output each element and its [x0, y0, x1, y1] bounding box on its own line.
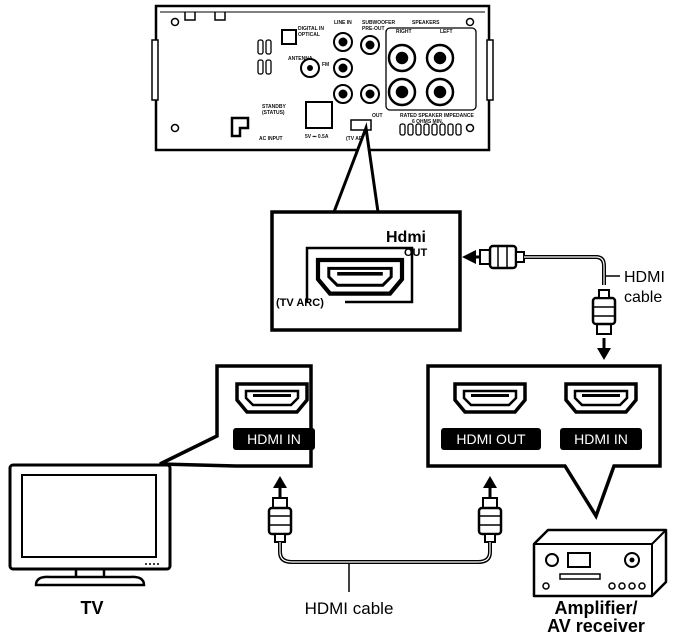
label-fm: FM [322, 62, 329, 68]
subwoofer-jack [360, 35, 380, 104]
amp-hdmi-in-port-icon [564, 382, 638, 414]
tv-hdmi-port-icon [235, 382, 309, 414]
vent-slots [257, 39, 462, 136]
label-rated-impedance: RATED SPEAKER IMPEDANCE [400, 113, 474, 119]
cable-top-label-line1: HDMI [624, 269, 665, 286]
rear-hdmi-port [350, 119, 372, 131]
amp-label-line2: AV receiver [547, 616, 645, 636]
amp-label-line1: Amplifier/ [554, 598, 637, 618]
zoom-tv-arc-label: (TV ARC) [276, 297, 324, 309]
hdmi-cable-bottom [267, 476, 503, 592]
hdmi-cable-top [462, 244, 620, 360]
label-usb: 5V ⎓ 0.5A [305, 134, 329, 140]
label-rear-tv-arc: (TV ARC) [346, 136, 368, 142]
tv-hdmi-in-label: HDMI IN [247, 431, 301, 447]
label-antenna: ANTENNA [288, 56, 313, 62]
optical-jack [281, 29, 297, 45]
label-standby: STANDBY [262, 104, 286, 110]
line-in-jacks [333, 32, 353, 104]
label-speakers: SPEAKERS [412, 20, 440, 26]
cable-top-label-line2: cable [624, 289, 662, 306]
amp-hdmi-out-badge [441, 428, 541, 450]
zoom-hdmi-logo: Hdmi [386, 229, 426, 246]
zoom-panel: Hdmi OUT (TV ARC) [270, 210, 462, 332]
tv-label: TV [80, 598, 103, 618]
label-optical: OPTICAL [298, 32, 320, 38]
amp-hdmi-in-badge [560, 428, 642, 450]
tv-device [8, 463, 172, 587]
amp-hdmi-out-port-icon [453, 382, 527, 414]
label-status: (STATUS) [262, 110, 285, 116]
usb-port [305, 101, 333, 129]
label-line-in: LINE IN [334, 20, 352, 26]
zoom-hdmi-port-icon [318, 260, 402, 294]
tv-callout: HDMI IN [159, 364, 315, 468]
label-right: RIGHT [396, 29, 412, 35]
speaker-terminals [387, 43, 455, 107]
label-ac-input: AC INPUT [259, 136, 283, 142]
amp-hdmi-in-label: HDMI IN [574, 431, 628, 447]
rear-panel: DIGITAL IN OPTICAL ANTENNA FM LINE IN SU… [151, 4, 494, 152]
label-ohms: 6 OHMS MIN. [412, 119, 444, 125]
label-subwoofer: SUBWOOFER [362, 20, 395, 26]
amplifier-device [532, 528, 668, 598]
zoom-out-label: OUT [404, 247, 428, 259]
tv-hdmi-in-badge [233, 428, 315, 450]
cable-bottom-label: HDMI cable [305, 599, 394, 618]
amp-hdmi-out-label: HDMI OUT [456, 431, 526, 447]
label-digital-in: DIGITAL IN [298, 26, 324, 32]
label-rear-hdmi-out: OUT [372, 113, 383, 119]
label-pre-out: PRE-OUT [362, 26, 385, 32]
label-left: LEFT [440, 29, 453, 35]
amp-callout: HDMI OUT HDMI IN [426, 364, 662, 520]
ac-input-socket [230, 116, 250, 138]
